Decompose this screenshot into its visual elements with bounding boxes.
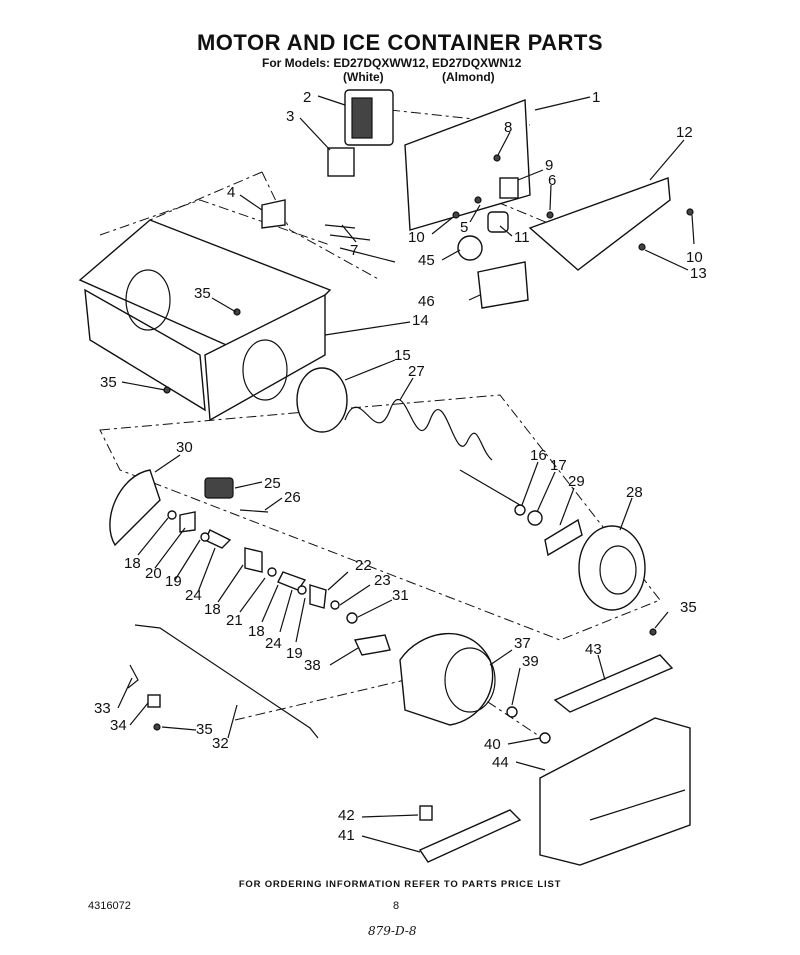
callout-37: 37 <box>514 635 531 652</box>
callout-8: 8 <box>504 119 512 136</box>
nut-part <box>527 510 543 526</box>
support-bar-part <box>418 809 522 863</box>
color-white-label: (White) <box>343 70 384 84</box>
switch-part <box>499 177 519 199</box>
callout-30: 30 <box>176 439 193 456</box>
callout-4: 4 <box>227 184 235 201</box>
callout-9: 9 <box>545 157 553 174</box>
callout-24b: 24 <box>265 635 282 652</box>
callout-31: 31 <box>392 587 409 604</box>
callout-24a: 24 <box>185 587 202 604</box>
callout-10b: 10 <box>686 249 703 266</box>
lamp-socket-part <box>487 211 509 233</box>
callout-21: 21 <box>226 612 243 629</box>
callout-41: 41 <box>338 827 355 844</box>
callout-19a: 19 <box>165 573 182 590</box>
motor-part <box>344 89 394 146</box>
actuator-part <box>353 634 391 656</box>
callout-35a: 35 <box>194 285 211 302</box>
callout-25: 25 <box>264 475 281 492</box>
callout-39: 39 <box>522 653 539 670</box>
callout-18c: 18 <box>248 623 265 640</box>
blade-stack-part <box>167 510 358 624</box>
coupler-part <box>204 477 234 499</box>
page-title: MOTOR AND ICE CONTAINER PARTS <box>196 30 604 55</box>
callout-5: 5 <box>460 219 468 236</box>
callout-16: 16 <box>530 447 547 464</box>
callout-20: 20 <box>145 565 162 582</box>
callout-29: 29 <box>568 473 585 490</box>
model-numbers: For Models: ED27DQXWW12, ED27DQXWN12 <box>262 56 522 70</box>
crusher-plate-part <box>109 469 161 547</box>
drive-housing-part <box>399 633 496 726</box>
cover-plate-part <box>528 177 671 271</box>
rod-part <box>134 624 319 739</box>
callout-18b: 18 <box>204 601 221 618</box>
callout-26: 26 <box>284 489 301 506</box>
callout-35b: 35 <box>100 374 117 391</box>
callout-45: 45 <box>418 252 435 269</box>
lamp-shield-part <box>477 261 529 309</box>
callout-38: 38 <box>304 657 321 674</box>
retainer-part <box>539 732 551 744</box>
auger-shaft-part <box>459 469 521 506</box>
solenoid-part <box>327 147 355 177</box>
ordering-note: FOR ORDERING INFORMATION REFER TO PARTS … <box>238 879 562 890</box>
clip-part <box>127 664 139 689</box>
handwritten-note: 879-D-8 <box>368 924 417 938</box>
callout-7: 7 <box>350 242 358 259</box>
wire-harness-part <box>324 224 396 263</box>
pin-part <box>239 509 269 513</box>
wheel-part <box>578 525 646 611</box>
leader-lines <box>117 95 695 853</box>
callout-44: 44 <box>492 754 509 771</box>
callout-labels: 1 2 3 4 5 6 7 8 9 10 10 11 12 13 14 15 1… <box>94 89 707 844</box>
callout-22: 22 <box>355 557 372 574</box>
callout-42: 42 <box>338 807 355 824</box>
screws <box>153 154 694 731</box>
callout-11: 11 <box>514 229 530 246</box>
auger-spring-part <box>344 399 493 461</box>
washer-part <box>514 504 526 516</box>
callout-17: 17 <box>550 457 567 474</box>
callout-23: 23 <box>374 572 391 589</box>
callout-6: 6 <box>548 172 556 189</box>
auger-hub-part <box>296 367 348 433</box>
callout-35d: 35 <box>196 721 213 738</box>
callout-15: 15 <box>394 347 411 364</box>
callout-35c: 35 <box>680 599 697 616</box>
color-almond-label: (Almond) <box>442 70 495 84</box>
callout-19b: 19 <box>286 645 303 662</box>
callout-2: 2 <box>303 89 311 106</box>
page-number: 8 <box>393 900 400 912</box>
callout-46: 46 <box>418 293 435 310</box>
clamp-part <box>147 694 161 708</box>
motor-mount-plate <box>404 99 531 231</box>
callout-33: 33 <box>94 700 111 717</box>
callout-13: 13 <box>690 265 707 282</box>
lamp-bulb-part <box>457 235 483 261</box>
callout-10a: 10 <box>408 229 425 246</box>
callout-40: 40 <box>484 736 501 753</box>
callout-3: 3 <box>286 108 294 125</box>
spacer-part <box>506 706 518 718</box>
crusher-blade-part <box>544 518 583 557</box>
callout-18a: 18 <box>124 555 141 572</box>
document-number: 4316072 <box>88 900 131 912</box>
callout-27: 27 <box>408 363 425 380</box>
callout-28: 28 <box>626 484 643 501</box>
callout-1: 1 <box>592 89 600 106</box>
bracket-part <box>261 199 286 229</box>
callout-43: 43 <box>585 641 602 658</box>
ice-container-part <box>78 219 332 422</box>
callout-34: 34 <box>110 717 127 734</box>
bar-clip-part <box>419 805 433 821</box>
callout-12: 12 <box>676 124 693 141</box>
deflector-part <box>553 654 674 713</box>
callout-14: 14 <box>412 312 429 329</box>
front-cover-part <box>539 717 691 866</box>
callout-32: 32 <box>212 735 229 752</box>
